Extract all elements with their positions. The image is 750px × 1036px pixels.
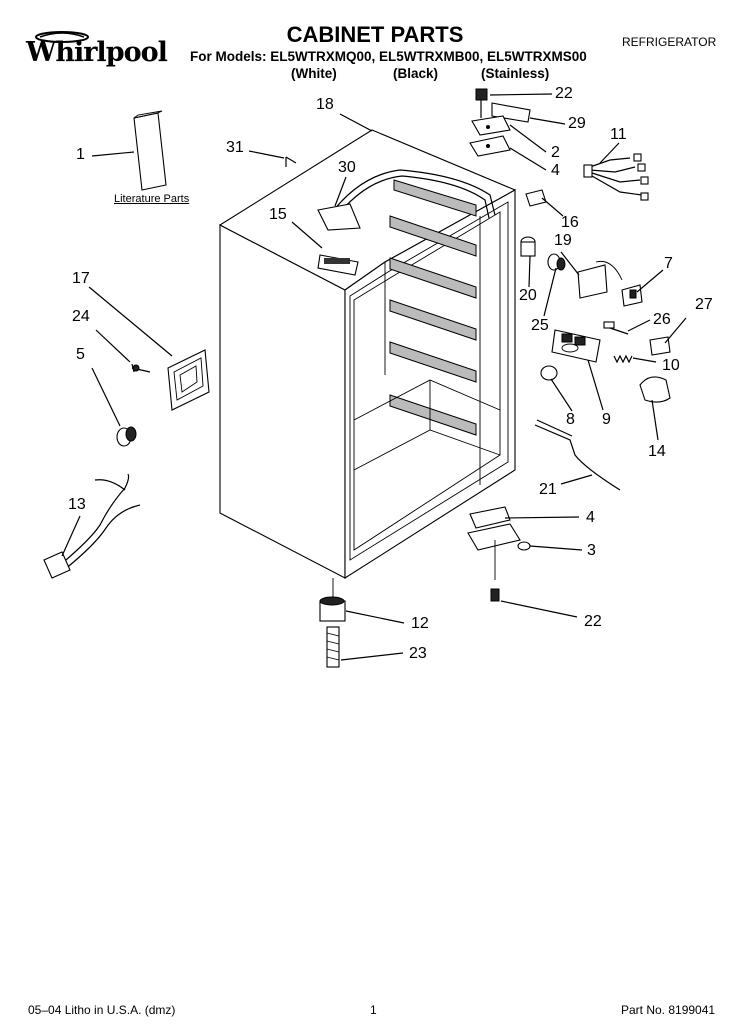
models-line: For Models: EL5WTRXMQ00, EL5WTRXMB00, EL… xyxy=(190,49,587,64)
callout-9: 9 xyxy=(602,411,611,428)
footer-part-number: Part No. 8199041 xyxy=(621,1003,716,1017)
screw-22-top xyxy=(475,88,488,101)
callout-29: 29 xyxy=(568,115,586,132)
callout-20: 20 xyxy=(519,287,537,304)
grommet xyxy=(116,426,137,447)
brand-name: Whirlpool xyxy=(26,37,168,68)
callout-2: 2 xyxy=(551,144,560,161)
callout-22-bottom: 22 xyxy=(584,613,602,630)
cabinet-body xyxy=(218,129,517,580)
door-shelves xyxy=(389,179,477,436)
callout-15: 15 xyxy=(269,206,287,223)
light-shield xyxy=(577,264,608,299)
callout-16: 16 xyxy=(561,214,579,231)
callout-13: 13 xyxy=(68,496,86,513)
access-panel xyxy=(167,349,210,411)
callout-18: 18 xyxy=(316,96,334,113)
page-title: CABINET PARTS xyxy=(286,22,464,47)
part-27 xyxy=(649,336,671,356)
callout-24: 24 xyxy=(72,308,90,325)
hinge-plate xyxy=(471,115,511,136)
wire-harness xyxy=(583,153,649,201)
callout-21: 21 xyxy=(539,481,557,498)
callout-31: 31 xyxy=(226,139,244,156)
callout-4-bottom: 4 xyxy=(586,509,595,526)
callout-27: 27 xyxy=(695,296,713,313)
callout-25: 25 xyxy=(531,317,549,334)
footer-litho: 05–04 Litho in U.S.A. (dmz) xyxy=(28,1003,176,1017)
power-cord xyxy=(59,473,130,566)
callout-5: 5 xyxy=(76,346,85,363)
knob xyxy=(540,365,558,381)
callout-8: 8 xyxy=(566,411,575,428)
callout-10: 10 xyxy=(662,357,680,374)
wire-21 xyxy=(534,424,621,491)
variant-black: (Black) xyxy=(393,66,439,81)
leveling-screw xyxy=(326,626,340,668)
callout-22-top: 22 xyxy=(555,85,573,102)
callout-26: 26 xyxy=(653,311,671,328)
screw-22-bottom xyxy=(490,588,500,602)
callout-11: 11 xyxy=(610,126,627,143)
document-type: REFRIGERATOR xyxy=(622,35,717,49)
callout-17: 17 xyxy=(72,270,90,287)
callout-12: 12 xyxy=(411,615,429,632)
part-16 xyxy=(525,189,547,207)
callout-23: 23 xyxy=(409,645,427,662)
leader-lines xyxy=(61,93,687,661)
callout-7: 7 xyxy=(664,255,673,272)
clip-31 xyxy=(285,156,297,167)
variant-stainless: (Stainless) xyxy=(481,66,550,81)
callout-19: 19 xyxy=(554,232,572,249)
logo-swirl-icon xyxy=(35,31,89,43)
whirlpool-logo: Whirlpool xyxy=(20,28,168,72)
literature-parts-caption: Literature Parts xyxy=(114,193,190,205)
literature-booklet xyxy=(133,112,167,191)
light-cover xyxy=(639,376,671,403)
callout-4-top: 4 xyxy=(551,162,560,179)
bottom-hinge xyxy=(467,523,521,551)
hinge-shim-bottom xyxy=(469,506,511,529)
footer-page-number: 1 xyxy=(370,1003,377,1017)
variant-white: (White) xyxy=(291,66,337,81)
callout-14: 14 xyxy=(648,443,666,460)
lamp-socket xyxy=(520,236,566,271)
spring xyxy=(613,354,633,364)
callout-30: 30 xyxy=(338,159,356,176)
control-module xyxy=(551,329,601,363)
callout-1: 1 xyxy=(76,146,85,163)
callout-3: 3 xyxy=(587,542,596,559)
